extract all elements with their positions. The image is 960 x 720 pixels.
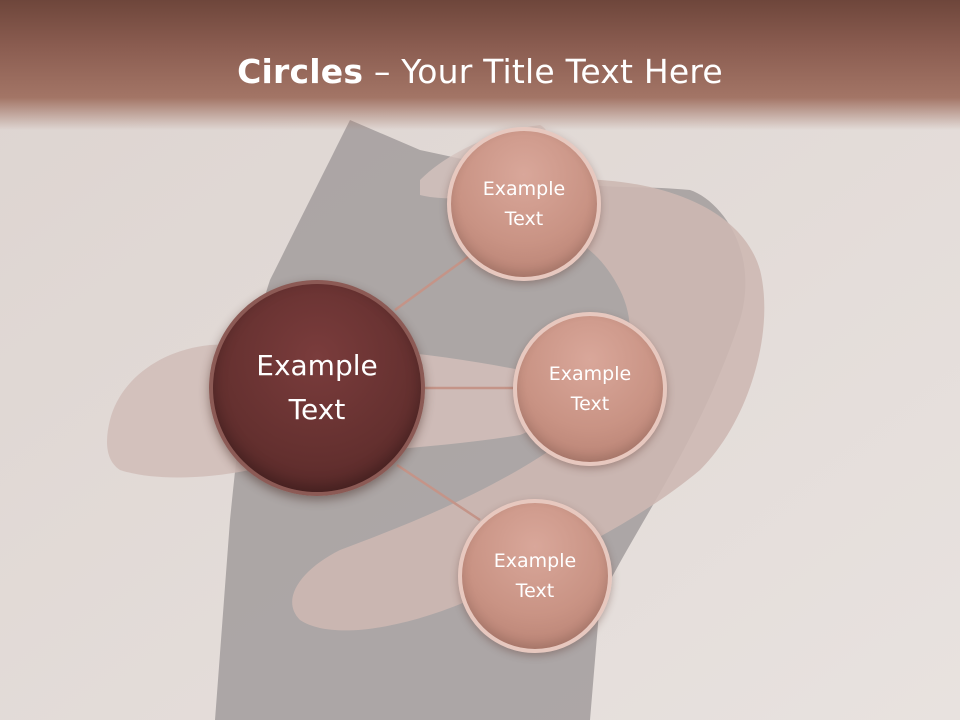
center-circle[interactable]: Example Text	[209, 280, 425, 496]
title-bar	[0, 0, 960, 130]
node-circle-1[interactable]: Example Text	[447, 127, 601, 281]
node-circle-3[interactable]: Example Text	[458, 499, 612, 653]
node-circle-2[interactable]: Example Text	[513, 312, 667, 466]
node-circle-1-label: Example Text	[482, 178, 566, 230]
node-circle-3-label: Example Text	[493, 550, 577, 602]
connector-line-3	[396, 463, 481, 522]
upper-arm	[292, 179, 765, 631]
connector-line-1	[394, 252, 473, 312]
title-bold: Circles	[237, 52, 364, 91]
slide-title[interactable]: Circles – Your Title Text Here	[0, 52, 960, 91]
node-circle-2-label: Example Text	[548, 363, 632, 415]
title-rest: – Your Title Text Here	[363, 52, 723, 91]
center-circle-label: Example Text	[256, 349, 378, 426]
